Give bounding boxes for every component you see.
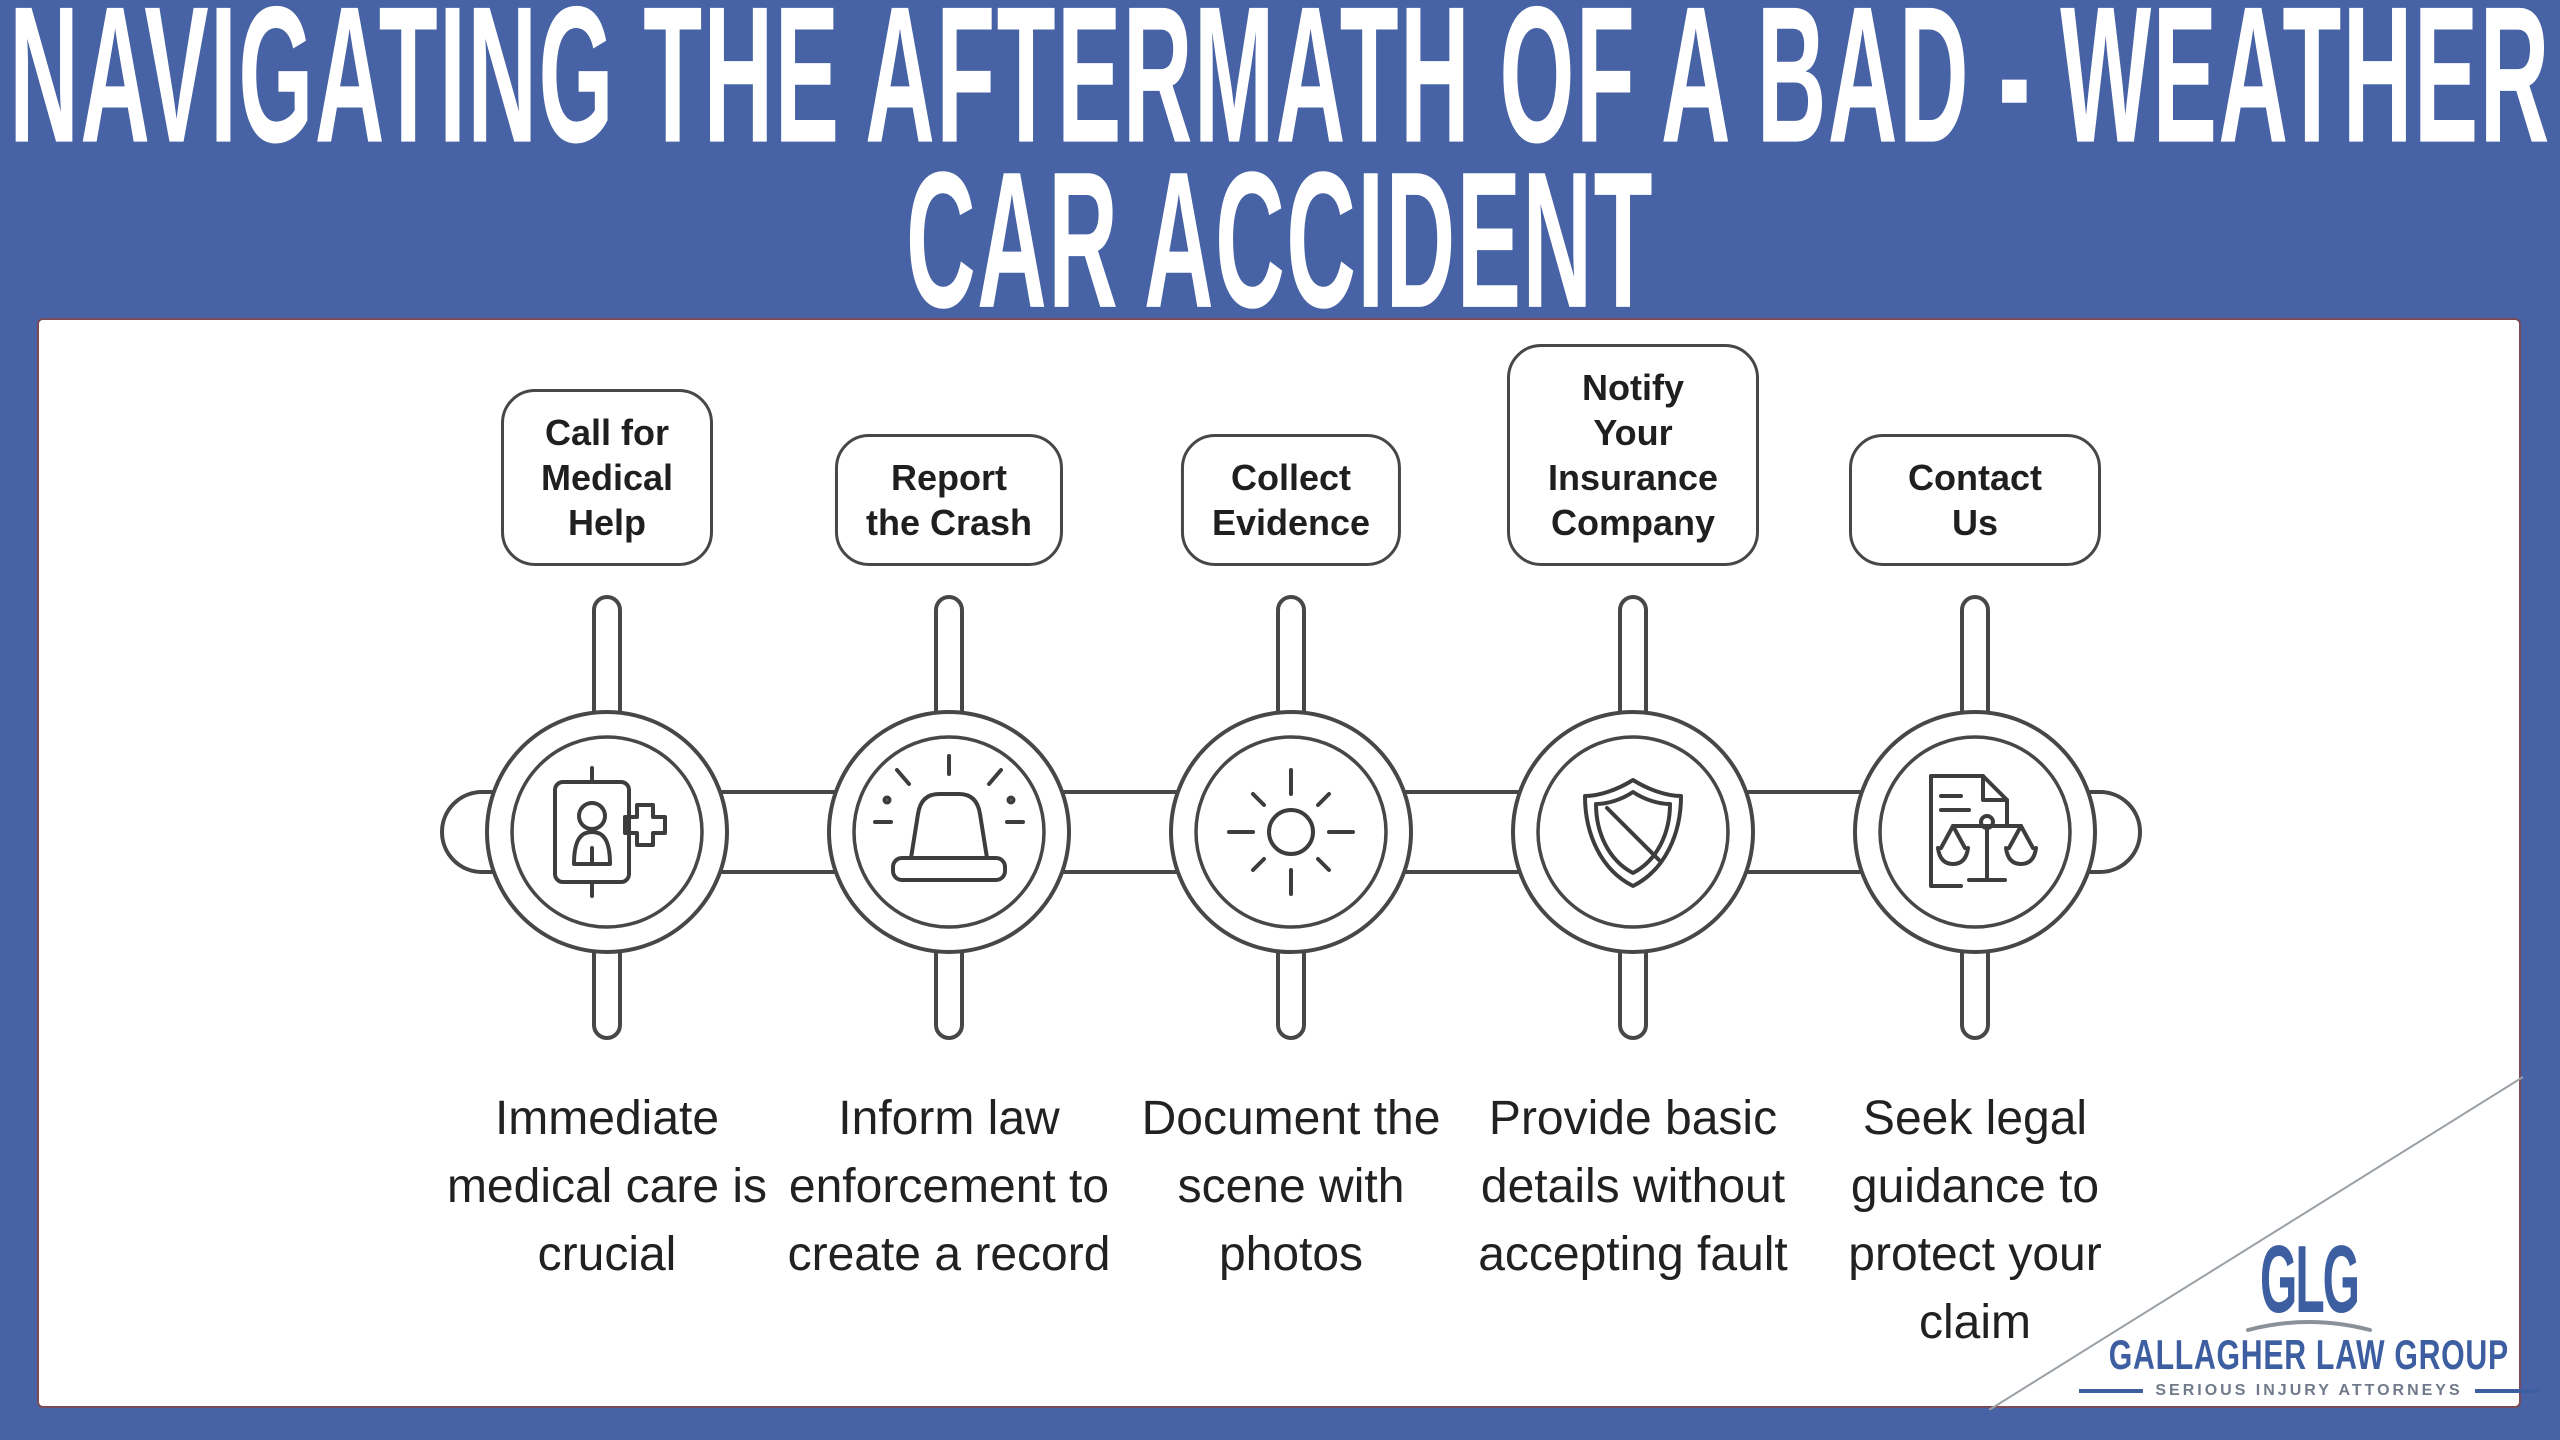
camera-flash-icon bbox=[1227, 768, 1355, 896]
step-caption-basic-details: Provide basic details without accepting … bbox=[1478, 1092, 1788, 1281]
timeline-diagram bbox=[440, 595, 2523, 1410]
tagline-right-rule bbox=[2474, 1389, 2539, 1393]
logo-arc-swoosh bbox=[2246, 1320, 2372, 1332]
step-label-notify-insurance: Notify Your Insurance Company bbox=[1507, 344, 1759, 566]
page-title-line1: NAVIGATING THE AFTERMATH OF A BAD - WEAT… bbox=[9, 0, 2551, 184]
step-label-collect-evidence: Collect Evidence bbox=[1180, 434, 1402, 566]
gallagher-law-group-logo: GLG GALLAGHER LAW GROUP SERIOUS INJURY A… bbox=[2079, 1226, 2539, 1400]
tagline-text: SERIOUS INJURY ATTORNEYS bbox=[2155, 1382, 2463, 1399]
step-label-contact-us: Contact Us bbox=[1849, 434, 2101, 566]
corner-triangle-edge bbox=[1988, 1076, 2523, 1410]
legal-document-scales-icon bbox=[1929, 774, 2038, 888]
page-title: NAVIGATING THE AFTERMATH OF A BAD - WEAT… bbox=[9, 0, 2551, 349]
siren-icon bbox=[873, 754, 1025, 882]
page-title-line2: CAR ACCIDENT bbox=[905, 132, 1654, 349]
content-panel: Call for Medical Help Report the Crash C… bbox=[37, 318, 2539, 1410]
logo-wordmark: GALLAGHER LAW GROUP bbox=[2108, 1331, 2510, 1378]
step-caption-legal-guidance: Seek legal guidance to protect your clai… bbox=[1848, 1092, 2102, 1349]
step-caption-document-scene: Document the scene with photos bbox=[1141, 1092, 1441, 1281]
logo-tagline: SERIOUS INJURY ATTORNEYS bbox=[2079, 1382, 2539, 1400]
step-caption-law-enforcement: Inform law enforcement to create a recor… bbox=[787, 1092, 1111, 1281]
step-stems bbox=[592, 595, 1990, 1040]
step-caption-medical-care: Immediate medical care is crucial bbox=[446, 1092, 768, 1281]
medical-id-card-icon bbox=[553, 766, 667, 898]
shield-icon bbox=[1583, 778, 1683, 888]
tagline-left-rule bbox=[2079, 1389, 2144, 1393]
logo-monogram: GLG bbox=[2259, 1226, 2360, 1333]
header-banner: NAVIGATING THE AFTERMATH OF A BAD - WEAT… bbox=[0, 0, 2560, 338]
step-label-call-for-medical-help: Call for Medical Help bbox=[501, 389, 713, 566]
step-label-report-the-crash: Report the Crash bbox=[834, 434, 1064, 566]
